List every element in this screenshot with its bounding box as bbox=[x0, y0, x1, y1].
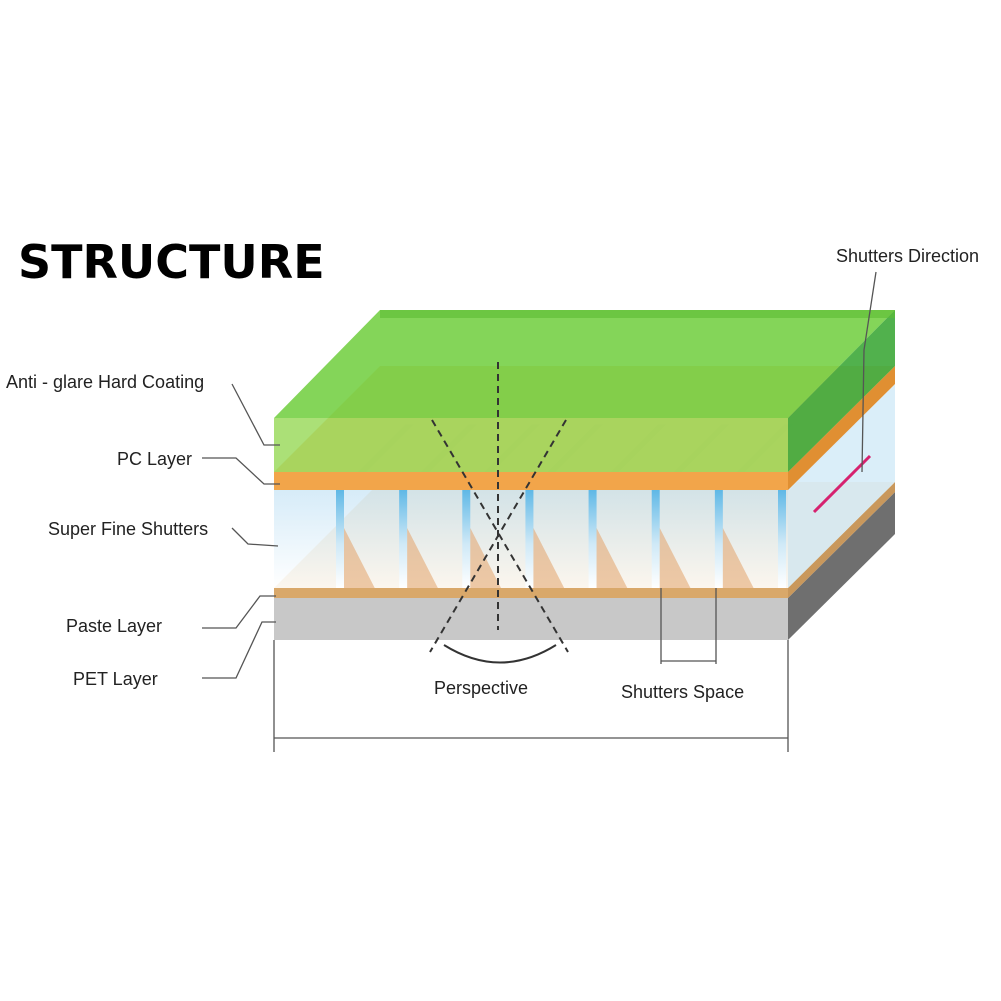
shutter-shadow bbox=[407, 528, 438, 588]
coating-side bbox=[788, 310, 895, 472]
label-paste-layer: Paste Layer bbox=[66, 616, 162, 636]
label-pet-layer: PET Layer bbox=[73, 669, 158, 689]
perspective-lines bbox=[429, 362, 569, 664]
coating-top bbox=[274, 310, 895, 418]
shutter bbox=[588, 490, 597, 588]
label-super-fine-shutters: Super Fine Shutters bbox=[48, 519, 208, 539]
shutter-shadow bbox=[344, 528, 375, 588]
shutters-space-dimension bbox=[660, 588, 717, 664]
label-shutters-space: Shutters Space bbox=[621, 682, 744, 702]
shutter bbox=[462, 490, 471, 588]
leader-lines bbox=[202, 271, 877, 679]
label-shutters-direction: Shutters Direction bbox=[836, 246, 979, 266]
shutters-direction-marker bbox=[812, 454, 872, 514]
shutter bbox=[651, 490, 660, 588]
shutter bbox=[399, 490, 408, 588]
shutter-shadow bbox=[533, 528, 565, 588]
shutter-shadow bbox=[659, 528, 691, 588]
shutter bbox=[336, 490, 344, 588]
perspective-arc bbox=[443, 644, 557, 664]
page-title: STRUCTURE bbox=[18, 235, 325, 289]
pet-layer-front bbox=[274, 598, 788, 640]
pet-layer-side bbox=[788, 492, 895, 640]
label-pc-layer: PC Layer bbox=[117, 449, 192, 469]
label-perspective: Perspective bbox=[434, 678, 528, 698]
shutter bbox=[714, 490, 723, 588]
label-anti-glare: Anti - glare Hard Coating bbox=[6, 372, 204, 392]
paste-layer-side bbox=[788, 482, 895, 598]
width-dimension bbox=[273, 640, 789, 752]
shutter-shadow bbox=[722, 528, 754, 588]
shutter-shadow bbox=[596, 528, 628, 588]
pc-layer-side bbox=[788, 366, 895, 490]
shutter bbox=[525, 490, 534, 588]
anti-glare-coating bbox=[274, 310, 895, 472]
coating-front bbox=[274, 418, 788, 472]
coating-back-edge bbox=[380, 310, 895, 318]
shutter bbox=[778, 490, 786, 588]
pc-layer-front bbox=[274, 472, 788, 490]
paste-layer-front bbox=[274, 588, 788, 598]
